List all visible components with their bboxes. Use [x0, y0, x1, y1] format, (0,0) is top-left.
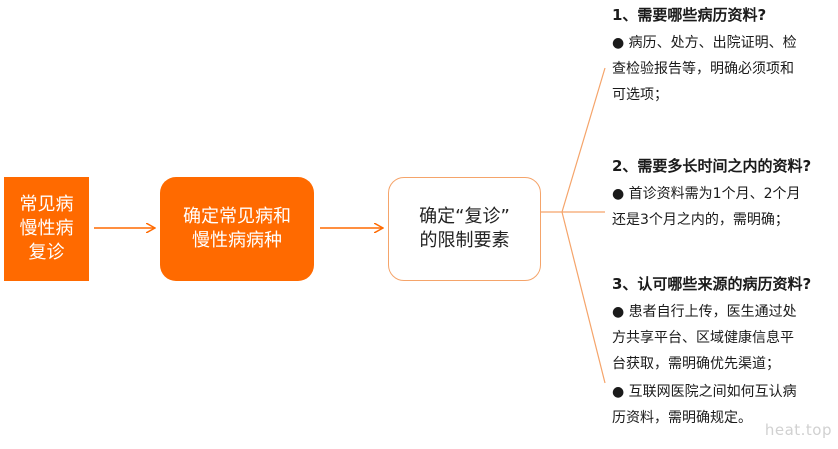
section-item: ● 互联网医院之间如何互认病 历资料，需明确规定。	[612, 384, 797, 426]
brace-connector	[541, 67, 606, 384]
section-item: ● 患者自行上传，医生通过处 方共享平台、区域健康信息平 台获取，需明确优先渠道…	[612, 304, 797, 372]
section-title: 2、需要多长时间之内的资料?	[612, 157, 812, 175]
section-item: ● 病历、处方、出院证明、检 查检验报告等，明确必须项和 可选项；	[612, 35, 797, 103]
section-records-required: 1、需要哪些病历资料? ● 病历、处方、出院证明、检 查检验报告等，明确必须项和…	[612, 5, 834, 108]
watermark: heat.top	[764, 421, 832, 439]
section-record-sources: 3、认可哪些来源的病历资料? ● 患者自行上传，医生通过处 方共享平台、区域健康…	[612, 274, 834, 431]
section-title: 3、认可哪些来源的病历资料?	[612, 275, 812, 293]
node-chronic-followup: 常见病 慢性病 复诊	[4, 177, 89, 281]
section-title: 1、需要哪些病历资料?	[612, 6, 767, 24]
node-determine-restrictions: 确定“复诊” 的限制要素	[388, 177, 541, 281]
section-time-window: 2、需要多长时间之内的资料? ● 首诊资料需为1个月、2个月 还是3个月之内的，…	[612, 156, 834, 233]
node-determine-disease-types: 确定常见病和 慢性病病种	[160, 177, 314, 281]
section-item: ● 首诊资料需为1个月、2个月 还是3个月之内的，需明确；	[612, 186, 801, 228]
